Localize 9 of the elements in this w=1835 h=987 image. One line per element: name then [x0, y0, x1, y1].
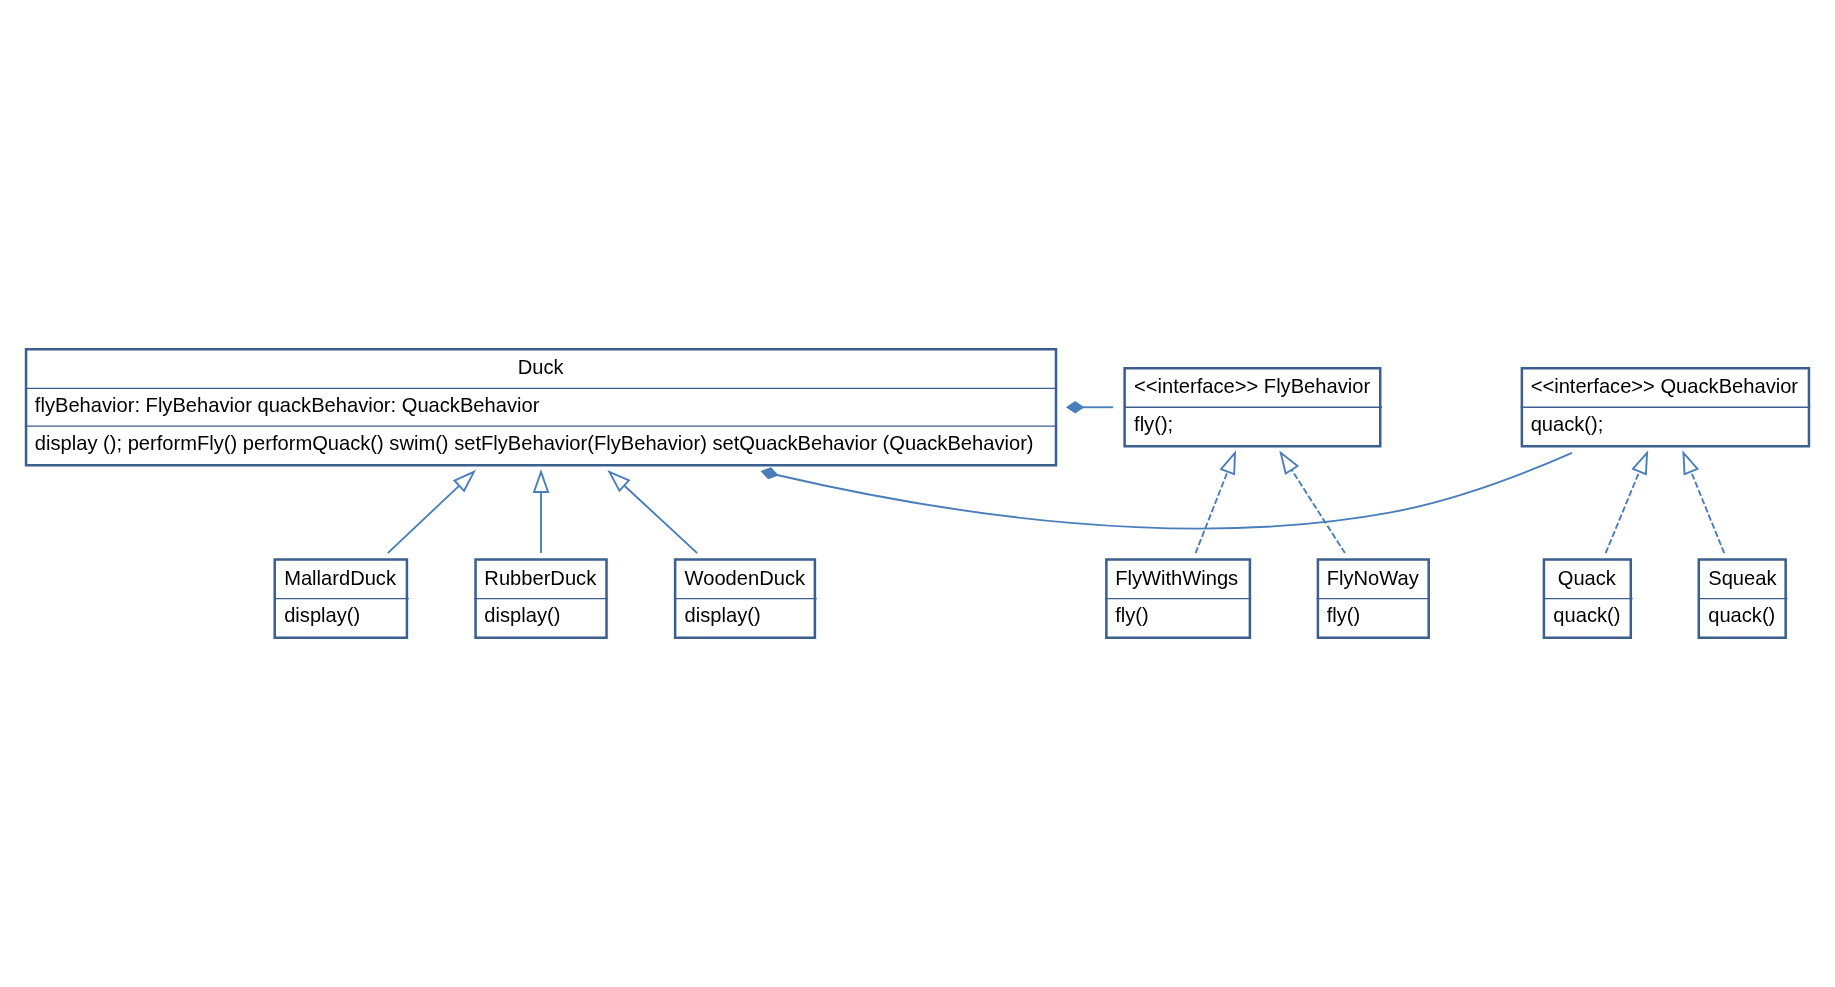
arrow	[1682, 450, 1726, 555]
connector	[1065, 401, 1115, 414]
arrow	[386, 469, 476, 555]
arrow	[1604, 450, 1649, 555]
arrow	[607, 469, 699, 555]
connector	[760, 451, 1573, 530]
arrow	[532, 468, 550, 555]
arrow	[1194, 450, 1237, 555]
arrow	[1279, 450, 1346, 555]
